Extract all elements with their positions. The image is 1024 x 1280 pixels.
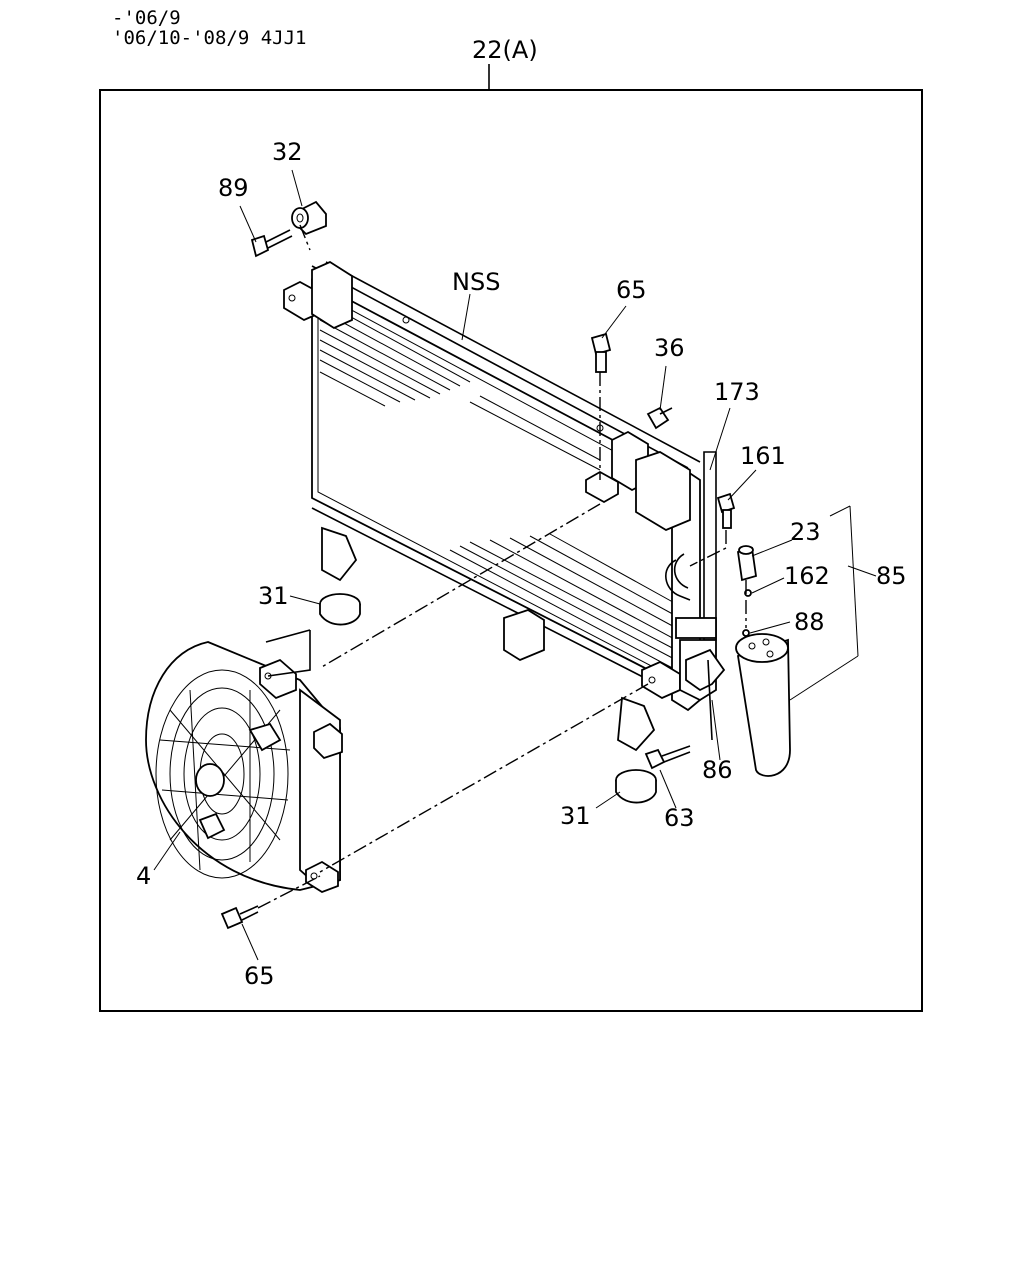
receiver-drier-85 xyxy=(735,633,791,777)
screw-63 xyxy=(644,745,691,770)
assembly-ref-label: 22(A) xyxy=(472,36,538,64)
callout-nss: NSS xyxy=(452,268,500,296)
callout-32: 32 xyxy=(272,138,303,166)
callout-36: 36 xyxy=(654,334,685,362)
callout-65-bottom: 65 xyxy=(244,962,275,990)
callout-173: 173 xyxy=(714,378,760,406)
callout-86: 86 xyxy=(702,756,733,784)
callout-89: 89 xyxy=(218,174,249,202)
callout-63: 63 xyxy=(664,804,695,832)
mount-31-bottom xyxy=(615,769,657,804)
callout-85: 85 xyxy=(876,562,907,590)
fan-assembly-4 xyxy=(145,641,343,893)
callout-31-left: 31 xyxy=(258,582,289,610)
callout-65-top: 65 xyxy=(616,276,647,304)
leader-lines xyxy=(153,169,877,961)
bolt-161 xyxy=(716,492,736,529)
bolt-65-top xyxy=(590,332,612,373)
callout-162: 162 xyxy=(784,562,830,590)
condenser xyxy=(283,260,701,752)
screw-36 xyxy=(646,406,673,430)
bolt-65-bottom xyxy=(220,905,259,930)
bushing-32 xyxy=(291,200,327,236)
header-line-2: '06/10-'08/9 4JJ1 xyxy=(112,27,306,49)
header-line-1: -'06/9 xyxy=(112,7,181,29)
callout-161: 161 xyxy=(740,442,786,470)
callout-4: 4 xyxy=(136,862,151,890)
callout-31-bottom: 31 xyxy=(560,802,591,830)
bolt-89 xyxy=(250,229,293,258)
callout-23: 23 xyxy=(790,518,821,546)
switch-23 xyxy=(736,545,758,582)
bracket-86 xyxy=(685,648,726,741)
assembly-frame xyxy=(99,89,923,1012)
callout-88: 88 xyxy=(794,608,825,636)
assembly-lines xyxy=(257,224,747,909)
o-ring-88 xyxy=(742,629,750,637)
mount-31-left xyxy=(319,593,361,626)
